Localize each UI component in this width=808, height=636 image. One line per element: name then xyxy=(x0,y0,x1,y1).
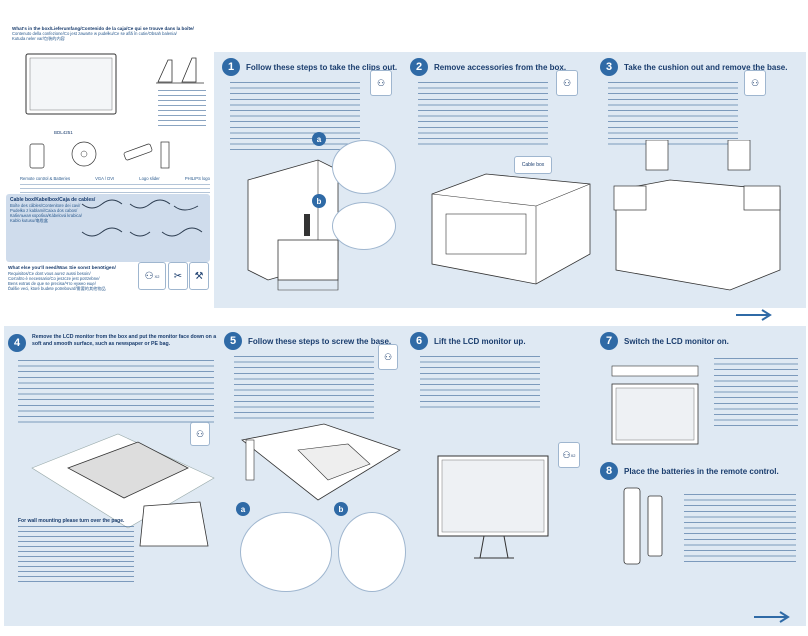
accessory-logo-label: PHILIPS logo xyxy=(184,176,210,181)
what-you-need-section: What else you'll need/Was Sie sonst benö… xyxy=(8,262,209,304)
step-2-header: 2 Remove accessories from the box. xyxy=(410,58,567,76)
whats-in-box-section: What's in the box/Lieferumfang/Contenido… xyxy=(12,26,210,214)
screws-list xyxy=(158,90,206,130)
step-1-detail-a xyxy=(332,140,396,194)
step-6-people-icon: ⚇ xyxy=(562,449,571,460)
step-8-title: Place the batteries in the remote contro… xyxy=(624,466,779,476)
step-1-instructions xyxy=(230,82,360,154)
step-5-sub-a: a xyxy=(236,502,250,516)
step-1-header: 1 Follow these steps to take the clips o… xyxy=(222,58,398,76)
what-you-need-line2: Requisitos/Ce dont vous aurez aussi beso… xyxy=(8,271,91,276)
step-4-header: 4 Remove the LCD monitor from the box an… xyxy=(8,334,218,352)
next-page-arrow-icon[interactable] xyxy=(734,308,778,322)
step-4-illustration xyxy=(31,433,215,529)
step-3-title: Take the cushion out and remove the base… xyxy=(624,62,788,72)
cable-box-line4: Кабельная коробка/Kábelová krabica/ xyxy=(10,213,82,218)
step-4-wall-illustration xyxy=(139,501,209,547)
accessory-cable-label: VGA / DVI xyxy=(95,176,115,181)
step-2-cable-box: Cable box xyxy=(514,156,552,174)
step-5-people-card: ⚇ xyxy=(378,344,398,370)
step-2-cable-box-label: Cable box xyxy=(521,162,545,168)
step-7-badge: 7 xyxy=(600,332,618,350)
cable-box-line3: Pudełko z kablami/Caixa dos cabos/ xyxy=(10,208,78,213)
scissors-card: ✂ xyxy=(168,262,188,290)
accessory-labels: Remote control & Batteries VGA / DVI Log… xyxy=(20,176,210,181)
step-1-detail-b xyxy=(332,202,396,250)
accessories-illustration xyxy=(29,141,170,169)
step-4-instructions xyxy=(18,360,214,426)
step-1-title: Follow these steps to take the clips out… xyxy=(246,62,398,72)
model-label: BDL4251 xyxy=(54,130,73,135)
step-6-x2-label: X2 xyxy=(570,452,576,458)
step-5-badge: 5 xyxy=(224,332,242,350)
step-1-badge: 1 xyxy=(222,58,240,76)
screwdriver-icon: ⚒ xyxy=(194,270,204,282)
people-x2-label: X2 xyxy=(154,273,160,279)
step-2-badge: 2 xyxy=(410,58,428,76)
accessory-logo-slider-label: Logo slider xyxy=(139,176,160,181)
step-8-header: 8 Place the batteries in the remote cont… xyxy=(600,462,779,480)
whats-in-box-line3: Kutuda neler var/包装的内容 xyxy=(12,36,65,41)
step-1-people-card: ⚇ xyxy=(370,70,392,96)
step-6-people-card: ⚇ X2 xyxy=(558,442,580,468)
step-6-badge: 6 xyxy=(410,332,428,350)
step-3-instructions xyxy=(608,82,738,148)
monitor-illustration xyxy=(25,53,117,115)
screwdriver-card: ⚒ xyxy=(189,262,209,290)
step-3-people-card: ⚇ xyxy=(744,70,766,96)
step-5-instructions xyxy=(234,356,374,422)
step-4-people-card: ⚇ xyxy=(190,422,210,446)
top-steps-panel: 1 Follow these steps to take the clips o… xyxy=(214,52,806,321)
step-7-instructions xyxy=(714,358,798,428)
scissors-icon: ✂ xyxy=(173,270,183,282)
step-5-sub-b: b xyxy=(334,502,348,516)
step-4-footer-title: For wall mounting please turn over the p… xyxy=(18,518,125,524)
people-card: ⚇ X2 xyxy=(138,262,166,290)
step-5-detail-a xyxy=(240,512,332,592)
cable-box-line5: Kablo kutusu/电缆盒 xyxy=(10,218,48,223)
step-7-title: Switch the LCD monitor on. xyxy=(624,336,729,346)
people-lift-icon: ⚇ xyxy=(144,270,154,282)
cable-box-title: Cable box/Kabelbox/Caja de cables/ xyxy=(10,197,96,203)
accessory-remote-label: Remote control & Batteries xyxy=(20,176,71,181)
step-4-title: Remove the LCD monitor from the box and … xyxy=(32,334,217,347)
step-6-title: Lift the LCD monitor up. xyxy=(434,336,526,346)
step-4-badge: 4 xyxy=(8,334,26,352)
what-you-need-line5: Ďalšie veci, ktoré budete potrebovať/需要的… xyxy=(8,286,106,291)
step-2-title: Remove accessories from the box. xyxy=(434,62,567,72)
step-5-detail-b xyxy=(338,512,406,592)
step-2-instructions xyxy=(418,82,548,148)
step-1-illustration xyxy=(247,159,339,291)
step-3-illustration xyxy=(613,140,781,291)
step-6-header: 6 Lift the LCD monitor up. xyxy=(410,332,526,350)
step-5-illustration xyxy=(241,423,401,501)
step-3-header: 3 Take the cushion out and remove the ba… xyxy=(600,58,788,76)
step-6-instructions xyxy=(420,356,540,410)
step-6-illustration xyxy=(437,455,549,559)
cable-box-line2: Boîte des câbles/Contenitore dei cavi/ xyxy=(10,203,81,208)
step-3-badge: 3 xyxy=(600,58,618,76)
what-you-need-line3: Cos'altro è necessario/Co jeszcze jest p… xyxy=(8,276,100,281)
next-page-arrow-icon[interactable] xyxy=(752,610,796,624)
step-5-header: 5 Follow these steps to screw the base. xyxy=(224,332,392,350)
step-1-sub-a: a xyxy=(312,132,326,146)
step-7-header: 7 Switch the LCD monitor on. xyxy=(600,332,729,350)
step-8-badge: 8 xyxy=(600,462,618,480)
whats-in-box-title: What's in the box/Lieferumfang/Contenido… xyxy=(12,26,194,31)
cables-illustration xyxy=(81,199,203,237)
step-5-title: Follow these steps to screw the base. xyxy=(248,336,392,346)
step-8-instructions xyxy=(684,494,796,562)
step-2-people-card: ⚇ xyxy=(556,70,578,96)
bottom-steps-panel: 4 Remove the LCD monitor from the box an… xyxy=(4,326,806,626)
whats-in-box-line2: Contenuto della confezione/Co jest zawar… xyxy=(12,31,177,36)
what-you-need-line4: Bens extras de que se precisa/Что нужно … xyxy=(8,281,96,286)
step-2-illustration xyxy=(431,173,591,285)
step-1-sub-b: b xyxy=(312,194,326,208)
step-8-illustration xyxy=(623,487,663,565)
cable-box-panel: Cable box/Kabelbox/Caja de cables/ Boîte… xyxy=(6,194,210,262)
step-7-illustration xyxy=(611,365,699,445)
what-you-need-title: What else you'll need/Was Sie sonst benö… xyxy=(8,266,116,271)
base-illustration xyxy=(156,57,204,84)
step-4-footer-lines xyxy=(18,526,134,584)
